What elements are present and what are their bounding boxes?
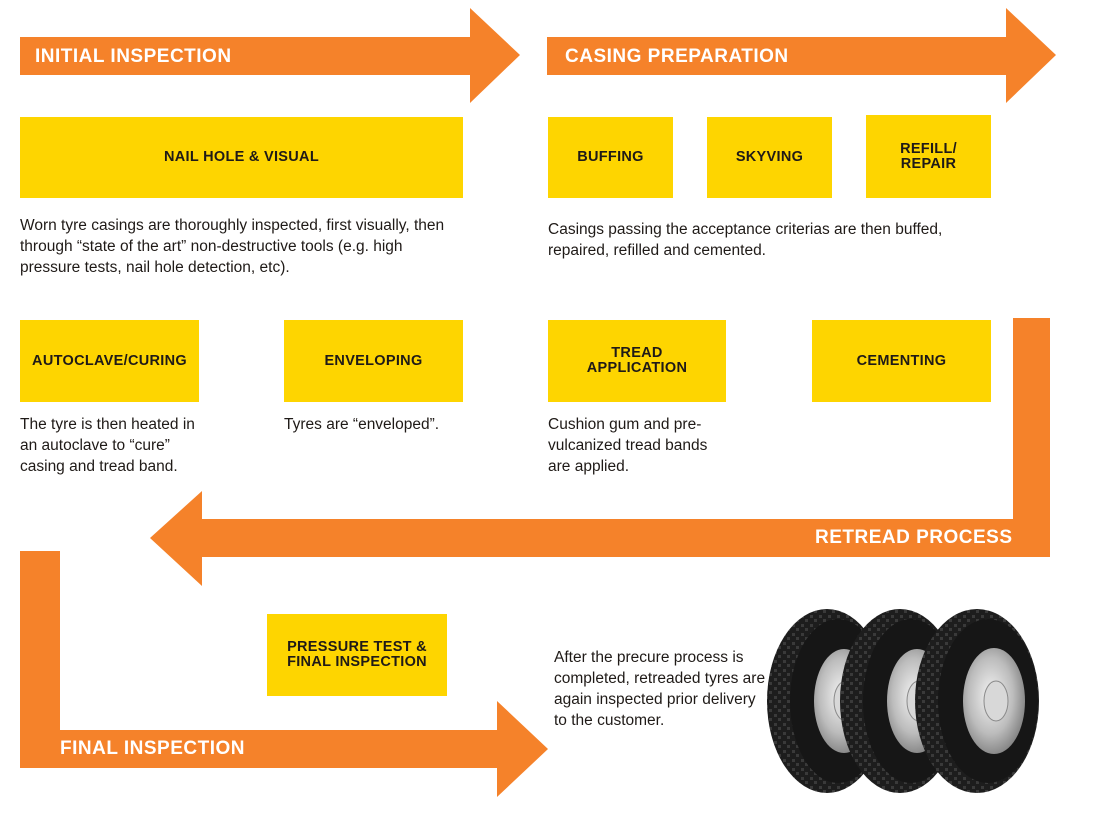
step-autoclave-curing: AUTOCLAVE/CURING: [20, 320, 199, 402]
step-cementing: CEMENTING: [812, 320, 991, 402]
step-pressure-test-final-inspection: PRESSURE TEST & FINAL INSPECTION: [267, 614, 447, 696]
tyre-front: [915, 609, 1039, 793]
step-tread-application: TREAD APPLICATION: [548, 320, 726, 402]
stage-casing-preparation: CASING PREPARATION: [565, 46, 789, 67]
description-tread-application: Cushion gum and pre-vulcanized tread ban…: [548, 416, 708, 475]
arrow-final-inspection: [20, 551, 548, 797]
arrow-retread-process: [150, 318, 1050, 586]
tyres-image: [767, 609, 1039, 793]
step-enveloping: ENVELOPING: [284, 320, 463, 402]
stage-retread-process: RETREAD PROCESS: [815, 527, 1013, 548]
description-casing-preparation: Casings passing the acceptance criterias…: [548, 221, 943, 259]
stage-final-inspection: FINAL INSPECTION: [60, 738, 245, 759]
step-refill-repair: REFILL/ REPAIR: [866, 115, 991, 198]
step-nail-hole-visual: NAIL HOLE & VISUAL: [20, 117, 463, 198]
description-autoclave: The tyre is then heated in an autoclave …: [20, 416, 195, 475]
description-enveloping: Tyres are “enveloped”.: [284, 416, 440, 433]
step-buffing: BUFFING: [548, 117, 673, 198]
arrow-casing-preparation: [547, 8, 1056, 103]
description-final-inspection: After the precure process is completed, …: [554, 649, 766, 729]
stage-initial-inspection: INITIAL INSPECTION: [35, 46, 232, 67]
step-skyving: SKYVING: [707, 117, 832, 198]
arrow-initial-inspection: [20, 8, 520, 103]
description-initial-inspection: Worn tyre casings are thoroughly inspect…: [20, 217, 445, 276]
